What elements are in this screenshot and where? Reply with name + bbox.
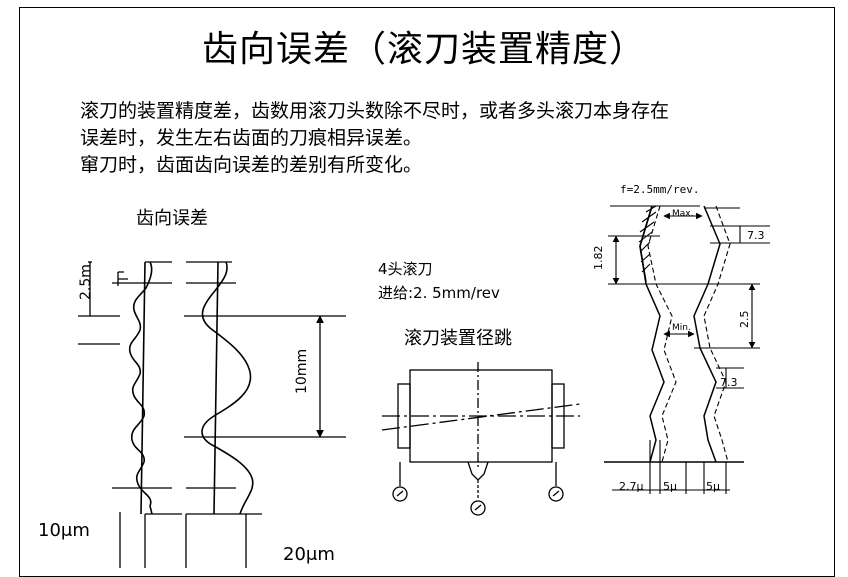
description-line-1: 滚刀的装置精度差，齿数用滚刀头数除不尽时，或者多头滚刀本身存在 <box>80 100 670 122</box>
dim-7-3-top-label: 7.3 <box>747 229 765 242</box>
dial-indicator-center-icon <box>470 500 486 516</box>
description-line-2: 误差时，发生左右齿面的刀痕相异误差。 <box>80 127 423 149</box>
hob-starts-label: 4头滚刀 <box>378 260 433 278</box>
hob-path-diagram <box>604 205 770 494</box>
tooth-trace-right-group <box>184 261 346 515</box>
dial-indicator-left-icon <box>392 486 408 502</box>
tooth-trace-left <box>128 261 153 515</box>
min-label: Min. <box>672 323 691 333</box>
feed-rate-label: f=2.5mm/rev. <box>620 183 700 196</box>
page-title: 齿向误差（滚刀装置精度） <box>201 29 646 70</box>
mean-line-right <box>213 261 219 515</box>
hatched-flank <box>639 205 653 283</box>
hob-drawing <box>381 362 581 516</box>
tooth-direction-error-heading: 齿向误差 <box>136 208 208 229</box>
tooth-path-solid <box>639 205 665 463</box>
hob-tilted-axis <box>381 403 581 431</box>
tooth-trace-right <box>201 261 254 515</box>
scale-10um-label: 10μm <box>38 520 90 541</box>
tooth-trace-left-group <box>78 261 182 515</box>
hob-runout-heading: 滚刀装置径跳 <box>404 328 512 349</box>
feed-label: 进给:2. 5mm/rev <box>378 284 500 302</box>
description-line-3: 窜刀时，齿面齿向误差的差别有所变化。 <box>80 154 423 176</box>
tooth-path-dashed <box>703 205 731 463</box>
hob-notch <box>467 461 489 481</box>
mean-line-left <box>140 261 146 515</box>
tooth-path-solid-2 <box>693 205 721 463</box>
scale-20um-label: 20μm <box>283 544 335 565</box>
dial-indicator-right-icon <box>548 486 564 502</box>
